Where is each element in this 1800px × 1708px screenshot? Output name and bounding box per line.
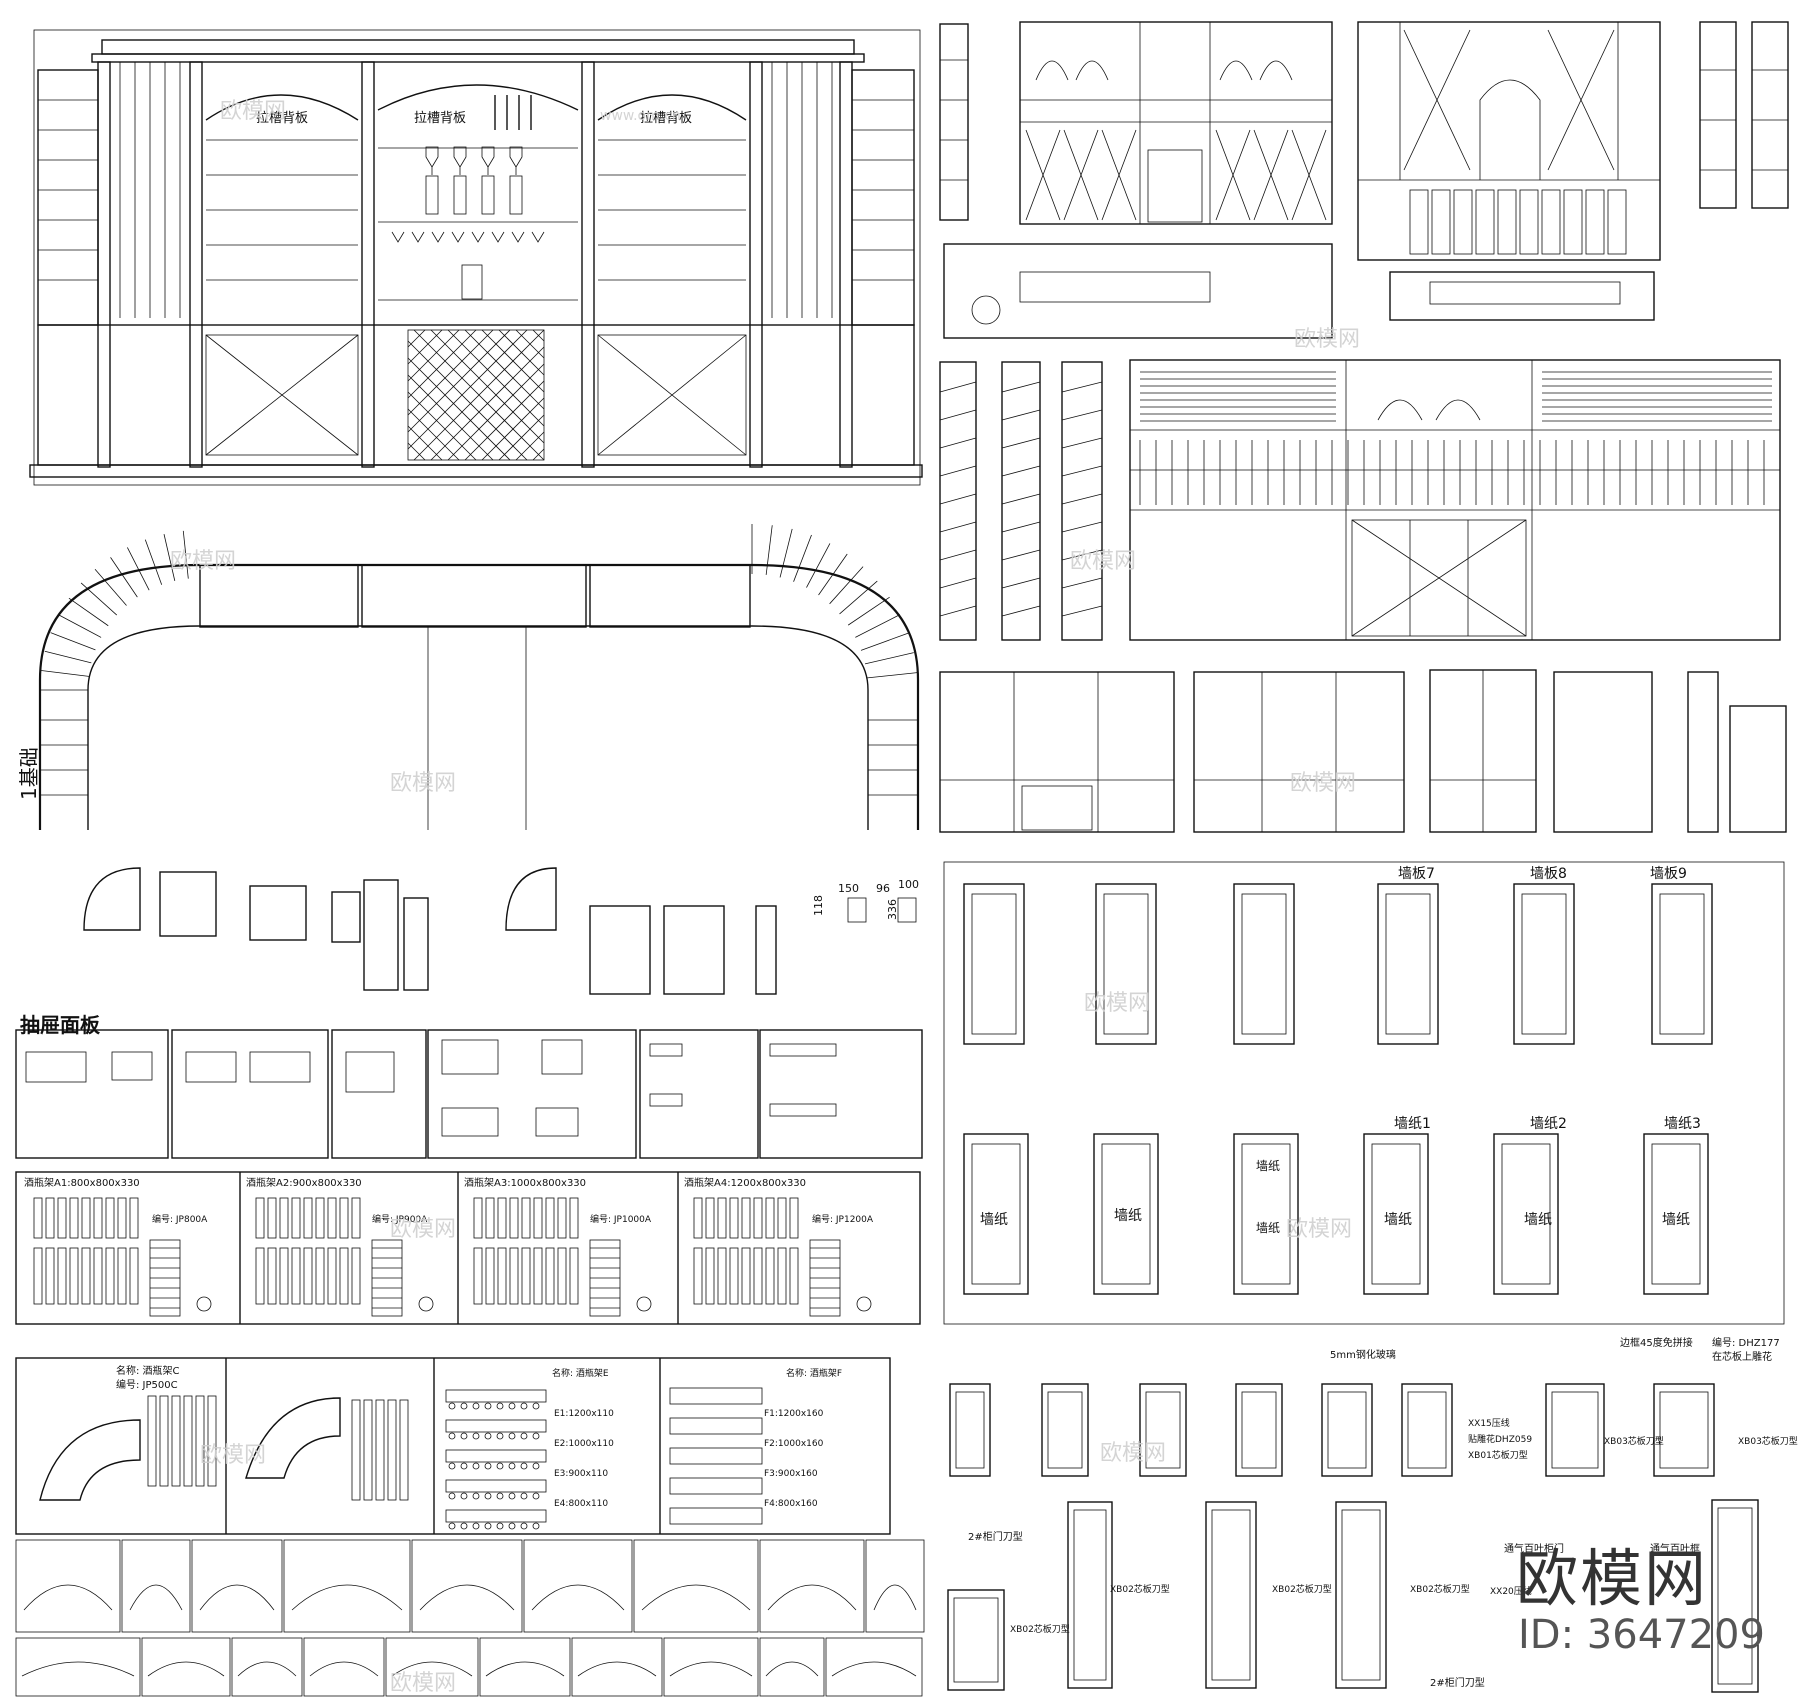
wall-panels-sheet: 墙板7 墙板8 墙板9 墙纸1 墙纸2 墙纸3 墙纸 墙纸 墙纸 墙纸 墙纸 墙… bbox=[943, 861, 1785, 1325]
watermark-domain-1: www.om.cn bbox=[600, 108, 681, 124]
wallpaper-label-b: 墙纸 bbox=[1114, 1208, 1142, 1224]
u-shaped-plan: 1基础 bbox=[17, 524, 920, 830]
rack-e-name: 名称: 酒瓶架E bbox=[552, 1367, 609, 1379]
wall-panel-9-label: 墙板9 bbox=[1650, 866, 1687, 882]
wallpaper-label-d: 墙纸 bbox=[1256, 1221, 1280, 1235]
wallpaper-1-label: 墙纸1 bbox=[1394, 1116, 1431, 1132]
watermarks: 欧模网 www.om.cn 欧模网 欧模网 欧模网 欧模网 欧模网 欧模网 欧模… bbox=[170, 99, 1360, 1696]
dim-150: 150 bbox=[838, 882, 859, 895]
rack-f-name: 名称: 酒瓶架F bbox=[786, 1367, 842, 1379]
detail-sheets: 150 96 118 100 336 抽屉面板 酒瓶架A1:800x800x33… bbox=[15, 867, 925, 1697]
rack-a4-code: 编号: JP1200A bbox=[812, 1213, 874, 1225]
xb02-label-a: XB02芯板刀型 bbox=[1110, 1583, 1170, 1595]
watermark-11: 欧模网 bbox=[1100, 1441, 1166, 1466]
louver-frame-label: 通气百叶框 bbox=[1650, 1542, 1700, 1555]
rack-a3-label: 酒瓶架A3:1000x800x330 bbox=[464, 1176, 586, 1189]
rack-a1-code: 编号: JP800A bbox=[152, 1213, 208, 1225]
small-elevations-row bbox=[939, 669, 1787, 833]
glass-label: 5mm钢化玻璃 bbox=[1330, 1348, 1396, 1361]
frame-note: 边框45度免拼接 bbox=[1620, 1336, 1693, 1349]
watermark-2: 欧模网 bbox=[1294, 327, 1360, 352]
relief-label: 贴雕花DHZ059 bbox=[1468, 1433, 1532, 1445]
watermark-7: 欧模网 bbox=[1084, 991, 1150, 1016]
watermark-3: 欧模网 bbox=[170, 549, 236, 574]
foundation-label: 1基础 bbox=[17, 747, 41, 800]
rack-a1-label: 酒瓶架A1:800x800x330 bbox=[24, 1176, 140, 1189]
rack-a2-code: 编号: JP900A bbox=[372, 1213, 428, 1225]
wall-panel-8-label: 墙板8 bbox=[1530, 866, 1567, 882]
xx15-label: XX15压线 bbox=[1468, 1417, 1510, 1429]
door-cutter-2-b: 2#柜门刀型 bbox=[1430, 1676, 1485, 1689]
rack-e2: E2:1000x110 bbox=[554, 1439, 614, 1449]
back-panel-label-2: 拉槽背板 bbox=[414, 111, 466, 126]
xb03-label-a: XB03芯板刀型 bbox=[1604, 1435, 1664, 1447]
wallpaper-label-e: 墙纸 bbox=[1384, 1212, 1412, 1228]
rack-c-name: 名称: 酒瓶架C bbox=[116, 1364, 180, 1377]
xb02-label-c: XB02芯板刀型 bbox=[1410, 1583, 1470, 1595]
middle-right-elevation bbox=[939, 359, 1781, 641]
wall-panel-7-label: 墙板7 bbox=[1398, 866, 1435, 882]
xx20-label: XX20压线 bbox=[1490, 1585, 1532, 1597]
dim-336: 336 bbox=[886, 899, 899, 920]
rack-e3: E3:900x110 bbox=[554, 1469, 608, 1479]
watermark-8: 欧模网 bbox=[390, 1217, 456, 1242]
watermark-10: 欧模网 bbox=[200, 1443, 266, 1468]
wallpaper-2-label: 墙纸2 bbox=[1530, 1116, 1567, 1132]
wallpaper-label-a: 墙纸 bbox=[980, 1212, 1008, 1228]
watermark-12: 欧模网 bbox=[390, 1671, 456, 1696]
back-panel-label-1: 拉槽背板 bbox=[256, 111, 308, 126]
wallpaper-label-f: 墙纸 bbox=[1524, 1212, 1552, 1228]
wallpaper-3-label: 墙纸3 bbox=[1664, 1116, 1701, 1132]
rack-a3-code: 编号: JP1000A bbox=[590, 1213, 652, 1225]
rack-f2: F2:1000x160 bbox=[764, 1439, 824, 1449]
dim-100: 100 bbox=[898, 878, 919, 891]
watermark-9: 欧模网 bbox=[1286, 1217, 1352, 1242]
rack-f1: F1:1200x160 bbox=[764, 1409, 824, 1419]
watermark-5: 欧模网 bbox=[390, 771, 456, 796]
rack-a4-label: 酒瓶架A4:1200x800x330 bbox=[684, 1176, 806, 1189]
watermark-6: 欧模网 bbox=[1290, 771, 1356, 796]
frame-code: 编号: DHZ177 bbox=[1712, 1336, 1780, 1349]
rack-e4: E4:800x110 bbox=[554, 1499, 608, 1509]
dim-96: 96 bbox=[876, 882, 890, 895]
rack-c-code: 编号: JP500C bbox=[116, 1378, 178, 1391]
rack-a2-label: 酒瓶架A2:900x800x330 bbox=[246, 1176, 362, 1189]
cabinet-doors-sheet: 5mm钢化玻璃 编号: DHZ177 边框45度免拼接 在芯板上雕花 2#柜门刀… bbox=[947, 1336, 1798, 1693]
xb02-label-d: XB02芯板刀型 bbox=[1010, 1623, 1070, 1635]
drawer-panel-title: 抽屉面板 bbox=[20, 1013, 101, 1037]
rack-f3: F3:900x160 bbox=[764, 1469, 818, 1479]
wallpaper-label-c: 墙纸 bbox=[1256, 1159, 1280, 1173]
xb03-label-b: XB03芯板刀型 bbox=[1738, 1435, 1798, 1447]
rack-e1: E1:1200x110 bbox=[554, 1409, 614, 1419]
dim-118: 118 bbox=[812, 895, 825, 916]
door-cutter-2-a: 2#柜门刀型 bbox=[968, 1530, 1023, 1543]
back-panel-label-3: 拉槽背板 bbox=[640, 111, 692, 126]
watermark-1: 欧模网 bbox=[220, 99, 286, 124]
top-right-elevations bbox=[939, 21, 1789, 339]
frame-note-2: 在芯板上雕花 bbox=[1712, 1350, 1772, 1363]
wallpaper-label-g: 墙纸 bbox=[1662, 1212, 1690, 1228]
main-cabinet-elevation: 拉槽背板 拉槽背板 拉槽背板 bbox=[29, 29, 923, 486]
rack-f4: F4:800x160 bbox=[764, 1499, 818, 1509]
louver-door-label: 通气百叶柜门 bbox=[1504, 1542, 1564, 1555]
xb01-label: XB01芯板刀型 bbox=[1468, 1449, 1528, 1461]
xb02-label-b: XB02芯板刀型 bbox=[1272, 1583, 1332, 1595]
watermark-4: 欧模网 bbox=[1070, 549, 1136, 574]
